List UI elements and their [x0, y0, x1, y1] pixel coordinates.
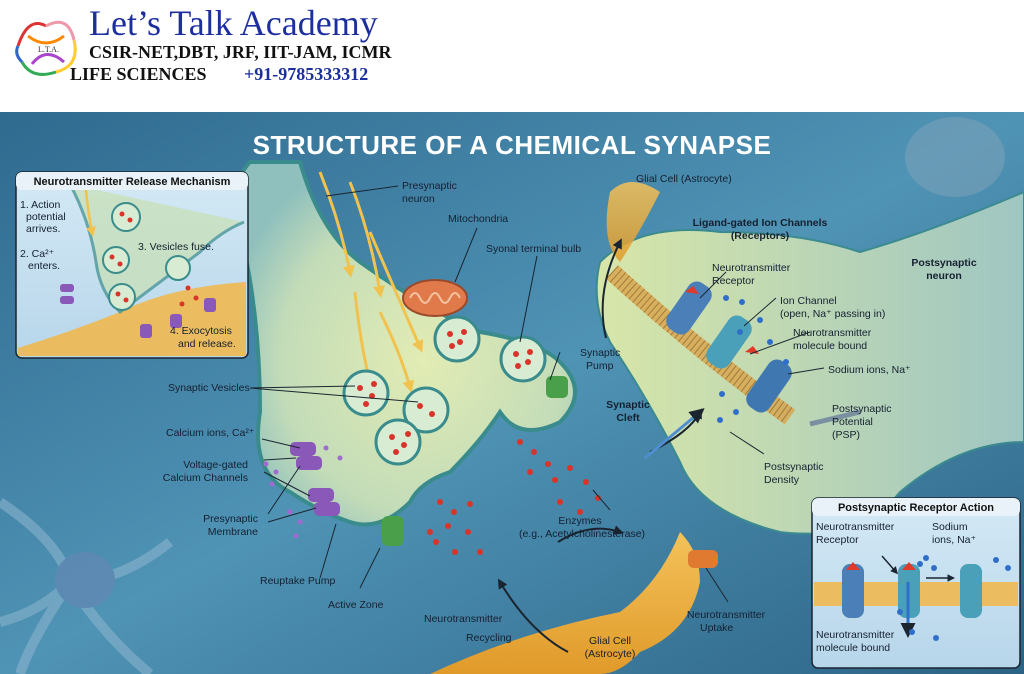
- active-zone-channel: [382, 516, 404, 546]
- inset-sodium-1: Sodium: [932, 521, 968, 533]
- label-synaptic-cleft-1: Synaptic: [606, 399, 650, 411]
- inset-step4-2: and release.: [178, 338, 236, 350]
- life-sciences-label: LIFE SCIENCES: [70, 64, 207, 84]
- synaptic-pump-shape: [546, 376, 568, 398]
- diagram-title: STRUCTURE OF A CHEMICAL SYNAPSE: [253, 130, 772, 160]
- inset-receptor-nt-1: Neurotransmitter: [816, 521, 895, 533]
- voltage-gated-calcium-channels: [290, 442, 340, 516]
- released-neurotransmitter: [427, 439, 601, 555]
- academy-title: Let’s Talk Academy: [89, 3, 378, 43]
- calcium-ions: [263, 445, 343, 539]
- label-ligand-gated-1: Ligand-gated Ion Channels: [693, 217, 828, 229]
- mitochondrion: [402, 279, 468, 317]
- label-nt-receptor-2: Receptor: [712, 275, 755, 287]
- inset-sodium-2: ions, Na⁺: [932, 534, 977, 546]
- label-psp-2: Potential: [832, 416, 873, 428]
- label-psp-1: Postsynaptic: [832, 403, 892, 415]
- postsynaptic-neuron: [595, 190, 1024, 535]
- label-ligand-gated-2: (Receptors): [731, 230, 789, 242]
- leader-lines: [249, 185, 825, 603]
- exam-list: CSIR-NET,DBT, JRF, IIT-JAM, ICMR: [89, 42, 392, 62]
- academy-molecule-logo-icon: L.T.A.: [15, 20, 77, 76]
- label-postsynaptic-neuron-2: neuron: [926, 270, 962, 282]
- inset-release-mechanism: [15, 171, 249, 359]
- label-presynaptic-neuron-1: Presynaptic: [402, 180, 457, 192]
- sodium-ions: [717, 295, 789, 423]
- inset-step4-1: 4. Exocytosis: [170, 325, 232, 337]
- logo-text: L.T.A.: [38, 45, 59, 54]
- label-glial-bottom-1: Glial Cell: [589, 635, 631, 647]
- synaptic-vesicles: [342, 315, 547, 466]
- background-cell: [905, 117, 1005, 197]
- label-psp-3: (PSP): [832, 429, 860, 441]
- label-reuptake-pump: Reuptake Pump: [260, 575, 335, 587]
- inset-step2-1: 2. Ca²⁺: [20, 248, 55, 260]
- label-ion-channel-1: Ion Channel: [780, 295, 837, 307]
- label-postsynaptic-neuron-1: Postsynaptic: [911, 257, 977, 269]
- label-enzymes-2: (e.g., Acetylcholinesterase): [519, 528, 645, 540]
- label-glial-cell-top: Glial Cell (Astrocyte): [636, 173, 732, 185]
- action-potential-arrows: [318, 171, 424, 393]
- label-nt-bound-1: Neurotransmitter: [793, 327, 872, 339]
- background-neuron: [0, 497, 174, 674]
- label-calcium-ions: Calcium ions, Ca²⁺: [166, 427, 255, 439]
- label-glial-bottom-2: (Astrocyte): [585, 648, 636, 660]
- label-active-zone: Active Zone: [328, 599, 384, 611]
- label-nt-receptor-1: Neurotransmitter: [712, 262, 791, 274]
- inset-step1-3: arrives.: [26, 223, 60, 235]
- inset-step2-2: enters.: [28, 260, 60, 272]
- label-synaptic-cleft-2: Cleft: [616, 412, 640, 424]
- glial-cell-bottom: [430, 532, 700, 674]
- label-presynaptic-membrane-2: Membrane: [208, 526, 258, 538]
- synapse-diagram: STRUCTURE OF A CHEMICAL SYNAPSE: [0, 112, 1024, 674]
- label-synaptic-pump-2: Pump: [586, 360, 614, 372]
- label-voltage-gated-1: Voltage-gated: [183, 459, 248, 471]
- label-presynaptic-membrane-1: Presynaptic: [203, 513, 258, 525]
- uptake-transporter: [688, 550, 718, 568]
- label-synaptic-terminal-bulb: Syonal terminal bulb: [486, 243, 581, 255]
- inset-release-title: Neurotransmitter Release Mechanism: [34, 176, 231, 188]
- inset-bound-1: Neurotransmitter: [816, 629, 895, 641]
- inset-step1-1: 1. Action: [20, 199, 60, 211]
- phone-number: +91-9785333312: [244, 64, 369, 84]
- label-enzymes-1: Enzymes: [558, 515, 601, 527]
- label-nt-recycling-1: Neurotransmitter: [424, 613, 503, 625]
- label-synaptic-vesicles: Synaptic Vesicles: [168, 382, 250, 394]
- label-sodium-ions: Sodium ions, Na⁺: [828, 364, 911, 376]
- label-voltage-gated-2: Calcium Channels: [163, 472, 248, 484]
- inset-step1-2: potential: [26, 211, 66, 223]
- inset-receptor-nt-2: Receptor: [816, 534, 859, 546]
- label-presynaptic-neuron-2: neuron: [402, 193, 435, 205]
- inset-step3: 3. Vesicles fuse.: [138, 241, 214, 253]
- label-nt-uptake-1: Neurotransmitter: [687, 609, 766, 621]
- label-nt-recycling-2: Recycling: [466, 632, 512, 644]
- label-nt-uptake-2: Uptake: [700, 622, 733, 634]
- inset-receptor-title: Postsynaptic Receptor Action: [838, 502, 994, 514]
- header-banner: L.T.A. Let’s Talk Academy CSIR-NET,DBT, …: [0, 0, 1024, 112]
- label-nt-bound-2: molecule bound: [793, 340, 867, 352]
- label-synaptic-pump-1: Synaptic: [580, 347, 620, 359]
- label-postsynaptic-density-1: Postsynaptic: [764, 461, 824, 473]
- label-postsynaptic-density-2: Density: [764, 474, 800, 486]
- inset-receptor-action: [811, 497, 1021, 669]
- label-ion-channel-2: (open, Na⁺ passing in): [780, 308, 885, 320]
- inset-bound-2: molecule bound: [816, 642, 890, 654]
- label-mitochondria: Mitochondria: [448, 213, 508, 225]
